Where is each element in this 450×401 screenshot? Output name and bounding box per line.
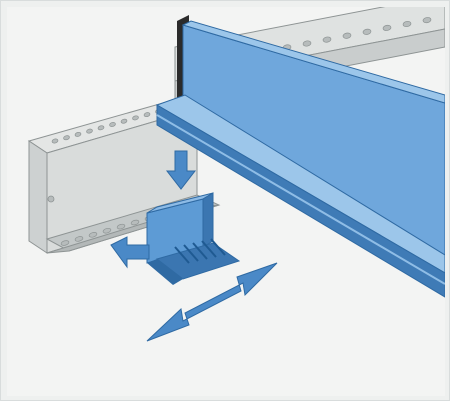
rail-hole bbox=[97, 125, 105, 131]
clip-rib bbox=[183, 244, 199, 262]
rail-hole bbox=[362, 28, 372, 35]
rail-hole bbox=[109, 122, 116, 127]
down-arrow-icon bbox=[165, 150, 197, 190]
clip-rib bbox=[210, 238, 226, 256]
clip-ribs bbox=[174, 238, 226, 264]
blue-clip bbox=[146, 192, 241, 285]
rail-hole bbox=[402, 20, 412, 28]
rail-screw-hole bbox=[47, 195, 55, 203]
double-arrow-icon bbox=[146, 262, 278, 342]
rail-hole bbox=[382, 24, 392, 31]
rail-slot bbox=[116, 223, 126, 230]
clip-rib bbox=[192, 242, 208, 260]
rail-hole bbox=[63, 135, 70, 141]
rail-hole bbox=[422, 17, 432, 24]
rail-hole bbox=[302, 40, 312, 47]
rail-slot bbox=[88, 232, 98, 238]
rail-hole bbox=[51, 138, 59, 144]
assembly-diagram bbox=[27, 7, 445, 342]
blue-beam bbox=[155, 15, 445, 298]
rail-slot bbox=[74, 236, 84, 242]
rail-slot bbox=[60, 240, 70, 246]
rail-hole bbox=[322, 36, 332, 43]
rail-hole bbox=[74, 131, 82, 137]
rail-slot bbox=[102, 227, 112, 234]
clip-rib bbox=[174, 246, 190, 264]
rail-hole bbox=[120, 118, 128, 124]
rail-slot bbox=[130, 219, 140, 226]
illustration-panel bbox=[7, 7, 445, 396]
rail-hole bbox=[132, 115, 139, 121]
rail-hole bbox=[86, 128, 93, 134]
rail-hole bbox=[342, 32, 352, 39]
rail-hole bbox=[143, 112, 151, 118]
clip-rib bbox=[201, 240, 217, 258]
left-arrow-icon bbox=[110, 236, 150, 269]
